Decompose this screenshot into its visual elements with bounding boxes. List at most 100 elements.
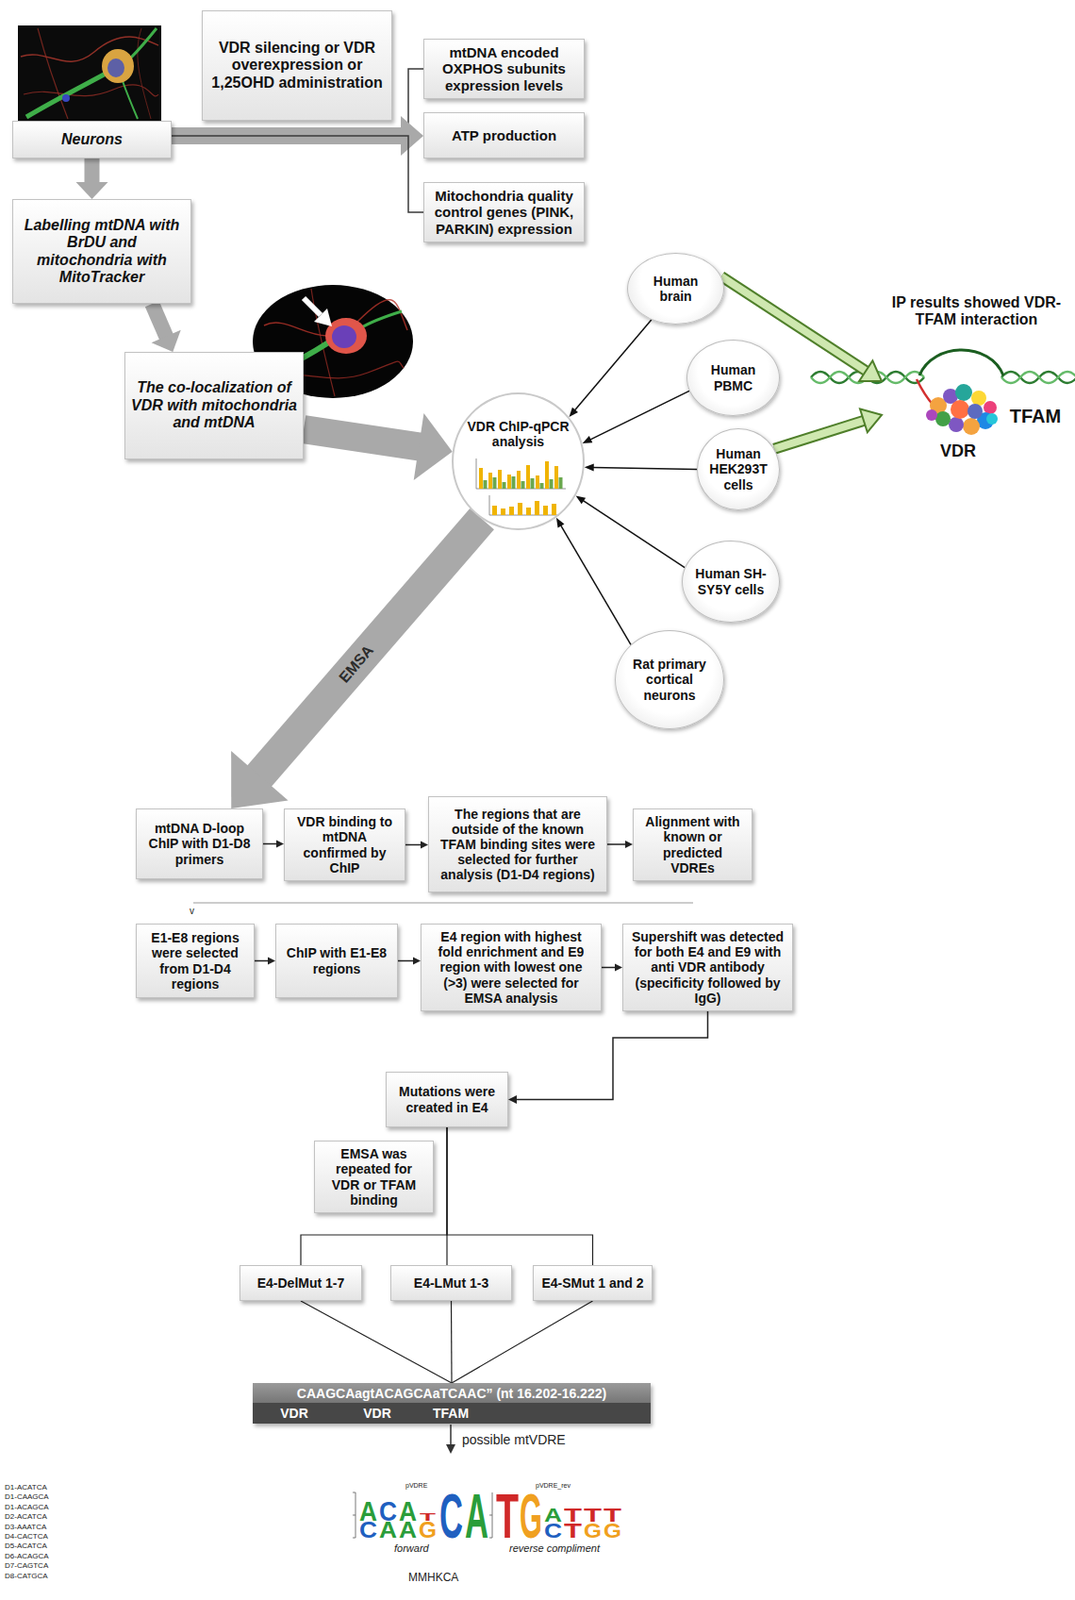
node-label: Human PBMC	[694, 362, 772, 393]
arrow-shaft	[446, 1126, 594, 1265]
colocalization-micrograph	[360, 311, 402, 329]
arrow-shaft	[258, 518, 482, 777]
logo-letter: G	[603, 1519, 622, 1540]
node-label: Human brain	[636, 273, 716, 304]
arrow-head	[859, 360, 882, 381]
flow-arrow	[405, 841, 429, 849]
chip-qpcr-chart	[512, 476, 516, 489]
logo-axes	[352, 1514, 356, 1516]
node-label: The regions that are outside of the know…	[434, 806, 601, 882]
arrow-shaft	[405, 843, 423, 846]
neuron-micrograph	[130, 28, 157, 59]
arrow-head	[614, 963, 623, 972]
arrow-shaft	[601, 966, 617, 969]
arrow-head	[625, 840, 633, 848]
flow-arrow	[300, 1126, 447, 1265]
logo-letter: A	[464, 1484, 489, 1547]
node-label: Neurons	[18, 131, 166, 149]
dna-protein-illustration	[935, 411, 951, 427]
node-label: VDR ChIP-qPCR analysis	[462, 418, 576, 449]
arrow-shaft	[515, 1010, 709, 1100]
logo-letter: C	[544, 1519, 563, 1540]
flow-arrow	[263, 840, 284, 848]
node-text-group: Human brain	[636, 273, 716, 304]
arrow-shaft	[589, 390, 690, 440]
arrow-head	[860, 408, 882, 432]
arrow-head	[276, 840, 284, 848]
annotation-text: D7-CAGTCA	[4, 1560, 49, 1570]
node-text-group: VDR binding to mtDNA confirmed by ChIP	[290, 813, 399, 875]
source-circle: Rat primary cortical neurons	[614, 629, 725, 729]
logo-letter: G	[583, 1519, 602, 1540]
node-text-group: VDR ChIP-qPCR analysis	[462, 418, 576, 449]
chip-qpcr-chart	[479, 467, 483, 489]
neuron-micrograph	[62, 94, 70, 102]
arrow-head	[569, 407, 579, 417]
node-text-group: IP results showed VDR-TFAM interactionTF…	[881, 294, 1072, 472]
arrow-shaft	[263, 843, 279, 845]
dna-protein-illustration	[986, 413, 998, 425]
node-label: Labelling mtDNA with BrDU and mitochondr…	[18, 216, 185, 287]
chip-qpcr-chart	[500, 508, 506, 515]
node-text-group: Neurons	[18, 131, 166, 149]
node-label: Alignment with known or predicted VDREs	[639, 813, 746, 875]
chip-qpcr-chart	[526, 464, 530, 489]
node-text-group: mtDNA encoded OXPHOS subunits expression…	[430, 44, 579, 94]
dna-protein-illustration	[950, 399, 970, 419]
chip-qpcr-chart	[493, 477, 497, 489]
process-box: Alignment with known or predicted VDREs	[632, 808, 753, 881]
arrow-head	[582, 435, 594, 444]
logo-letter: T	[496, 1484, 519, 1547]
node-label: mtDNA D-loop ChIP with D1-D8 primers	[142, 820, 257, 866]
annotation-text: D6-ACAGCA	[4, 1551, 50, 1560]
node-text-group: Supershift was detected for both E4 and …	[628, 928, 787, 1005]
arrow-head	[231, 750, 288, 809]
arrow-shaft	[774, 419, 865, 448]
process-box: E1-E8 regions were selected from D1-D4 r…	[135, 923, 255, 998]
down-arrow	[449, 1423, 452, 1445]
annotation-text: D1-CAAGCA	[4, 1491, 50, 1501]
neuron-micrograph	[23, 84, 159, 97]
annotation-text: D4-CACTCA	[4, 1531, 49, 1540]
node-text-group: Mutations were created in E4	[392, 1083, 502, 1114]
node-text-group: mtDNA D-loop ChIP with D1-D8 primers	[142, 820, 257, 866]
annotation-text: D5-ACATCA	[4, 1540, 48, 1550]
logo-axes	[489, 1537, 493, 1539]
logo-axes	[352, 1491, 356, 1493]
node-label: VDR silencing or VDR overexpression or 1…	[208, 39, 386, 92]
node-label: The co-localization of VDR with mitochon…	[131, 379, 298, 431]
node-label: Human SH-SY5Y cells	[691, 565, 772, 596]
flow-arrow	[254, 957, 276, 965]
node-text-group: CAAGCAagtACAGCAaTCAAC” (nt 16.202-16.222…	[252, 1382, 651, 1423]
chip-qpcr-chart	[540, 482, 545, 489]
arrow-head	[556, 517, 565, 529]
logo-letter: A	[398, 1518, 417, 1540]
arrow-shaft	[254, 959, 270, 962]
neuron-micrograph	[101, 49, 134, 83]
neuron-micrograph	[17, 25, 162, 121]
chip-qpcr-chart	[545, 461, 549, 489]
node-text-group: E4-SMut 1 and 2	[539, 1274, 646, 1290]
chip-qpcr-chart	[507, 474, 512, 489]
chip-qpcr-chart	[521, 480, 526, 489]
arrow-shaft	[607, 843, 628, 845]
logo-letter: C	[359, 1518, 378, 1540]
chip-qpcr-circle: VDR ChIP-qPCR analysis	[451, 392, 585, 530]
sequence-bar: CAAGCAagtACAGCAaTCAAC” (nt 16.202-16.222…	[252, 1382, 651, 1423]
process-box: The regions that are outside of the know…	[428, 795, 608, 893]
separator-line	[193, 902, 694, 904]
process-box: mtDNA encoded OXPHOS subunits expression…	[423, 38, 585, 100]
flow-arrow	[450, 1300, 453, 1383]
flow-arrow	[451, 1300, 594, 1383]
chip-qpcr-chart	[526, 507, 531, 515]
flow-arrow	[556, 517, 631, 645]
node-text-group: Human HEK293T cells	[704, 446, 773, 492]
neuron-micrograph	[26, 73, 106, 117]
chip-qpcr-chart	[549, 479, 554, 489]
flow-arrow	[774, 408, 882, 448]
dna-protein-illustration	[926, 409, 938, 421]
node-label: Mitochondria quality control genes (PINK…	[430, 187, 579, 237]
node-label: EMSA was repeated for VDR or TFAM bindin…	[320, 1145, 428, 1207]
node-label: E4-DelMut 1-7	[246, 1274, 356, 1290]
